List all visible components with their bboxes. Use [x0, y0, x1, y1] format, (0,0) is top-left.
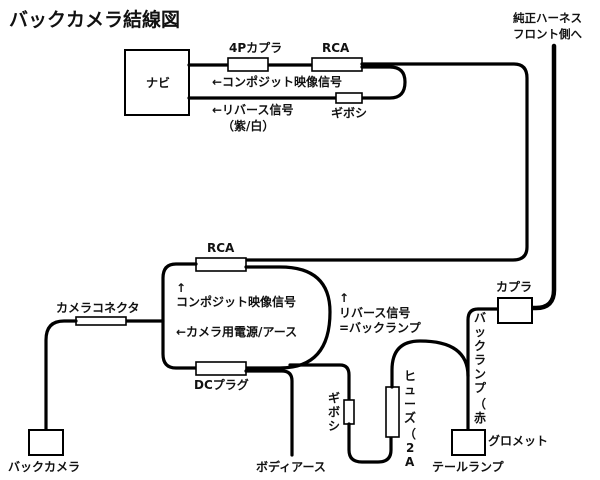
rca-top-label: RCA [322, 41, 350, 55]
svg-text:ッ: ッ [474, 325, 486, 339]
reverse-signal-top: ←リバース信号 [212, 102, 293, 117]
svg-text:ラ: ラ [474, 353, 486, 367]
composite-signal-top: ←コンポジット映像信号 [212, 74, 342, 89]
svg-text:プ: プ [474, 380, 487, 395]
coupler-4p-label: 4Pカプラ [229, 40, 282, 55]
reverse-mid: リバース信号 [339, 305, 410, 320]
tail-lamp [451, 429, 486, 456]
svg-text:ク: ク [474, 339, 486, 353]
svg-text:ー: ー [404, 397, 416, 411]
back-lamp-red-label: バ ッ ク ラ ン プ （ 赤 [474, 311, 487, 425]
svg-text:（: （ [404, 426, 416, 441]
body-earth-label: ボディアース [256, 459, 326, 474]
rca-mid [195, 257, 247, 272]
wire-camconn-camera [44, 319, 78, 432]
svg-text:バ: バ [474, 311, 486, 325]
grommet-label: グロメット [488, 433, 548, 448]
wire-right-loop [244, 265, 332, 370]
composite-mid: コンポジット映像信号 [176, 294, 296, 309]
fuse [385, 386, 400, 438]
diagram-title: バックカメラ結線図 [9, 8, 180, 31]
camera-connector [75, 316, 127, 326]
gibosi-bottom-char1: ギ [328, 390, 340, 405]
composite-mid-arrow: ↑ [176, 281, 186, 295]
svg-text:ズ: ズ [404, 410, 416, 425]
wire-harness [527, 43, 557, 311]
wire-rca-composite-run [243, 62, 529, 262]
dc-plug [195, 361, 247, 376]
coupler [497, 297, 533, 324]
camera-connector-label: カメラコネクタ [56, 301, 140, 315]
fuse-label: ヒ ュ ー ズ （ 2 A [404, 369, 416, 469]
back-camera-label: バックカメラ [8, 460, 80, 474]
gibosi-bottom-char3: シ [328, 419, 340, 433]
dc-plug-label: DCプラグ [194, 377, 249, 392]
svg-text:（: （ [474, 396, 486, 411]
svg-text:A: A [405, 455, 415, 469]
wire-fuse-arc [390, 339, 470, 389]
wire-gibosi-fuse [347, 422, 393, 464]
reverse-eq: =バックランプ [339, 320, 422, 335]
tail-lamp-label: テールランプ [432, 459, 505, 474]
back-camera [28, 429, 64, 456]
camera-power: ←カメラ用電源/アース [176, 324, 297, 339]
wire-to-gibosi [288, 363, 351, 402]
coupler-label: カプラ [496, 279, 532, 294]
svg-text:赤: 赤 [474, 410, 486, 425]
harness-line1: 純正ハーネス [513, 11, 582, 25]
gibosi-top-label: ギボシ [331, 105, 367, 120]
rca-top [311, 57, 363, 72]
coupler-4p [227, 57, 269, 72]
reverse-mid-arrow: ↑ [339, 291, 349, 305]
reverse-color: （紫/白） [222, 118, 274, 133]
gibosi-bottom [343, 399, 355, 425]
rca-mid-label: RCA [207, 241, 235, 255]
gibosi-top [335, 92, 363, 104]
navi-unit [124, 49, 190, 116]
wire-coupler-taillamp [466, 307, 500, 432]
harness-line2: フロント側へ [513, 27, 582, 41]
wire-loop [360, 65, 407, 100]
svg-text:ヒ: ヒ [404, 369, 416, 383]
svg-text:ュ: ュ [404, 383, 416, 397]
gibosi-bottom-char2: ボ [328, 404, 340, 419]
svg-text:2: 2 [406, 441, 414, 455]
navi-label: ナビ [146, 75, 170, 90]
wire-left-loop [161, 262, 198, 370]
svg-text:ン: ン [474, 367, 486, 381]
wire-body-earth [244, 369, 294, 457]
